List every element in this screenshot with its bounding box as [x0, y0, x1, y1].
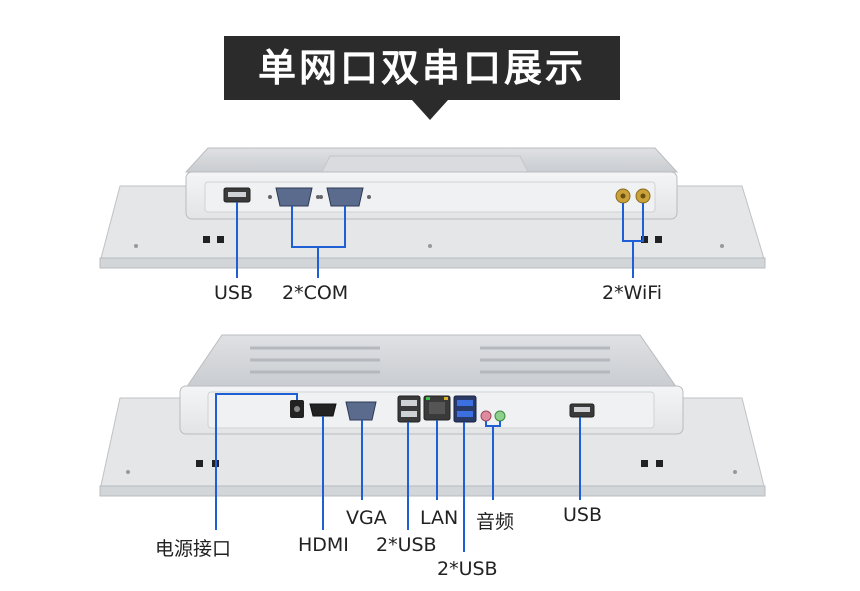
audio-jack-line: [494, 410, 506, 422]
title-banner: 单网口双串口展示: [224, 36, 620, 120]
hdmi-port: [309, 403, 337, 417]
wifi-leader: [622, 203, 644, 278]
label-audio: 音频: [476, 511, 515, 533]
com-leader: [291, 206, 346, 278]
audio-jack-mic: [480, 410, 492, 422]
top-device-bezel-edge: [99, 257, 766, 269]
label-2wifi: 2*WiFi: [602, 282, 663, 304]
bottom-device-bezel-edge: [99, 485, 766, 497]
label-usb-top: USB: [214, 282, 254, 304]
label-lan: LAN: [420, 507, 459, 529]
usb-stack-right: [453, 395, 477, 423]
power-leader: [215, 393, 298, 530]
label-power: 电源接口: [155, 538, 232, 560]
top-device: [99, 147, 766, 269]
bottom-leader-lines: [215, 393, 581, 552]
bottom-device: [99, 334, 766, 497]
label-usb-single: USB: [563, 504, 603, 526]
label-2com: 2*COM: [282, 282, 349, 304]
vga-port: [345, 401, 377, 421]
top-io-plate: [204, 181, 656, 213]
audio-leader: [485, 421, 501, 500]
top-com-port-2: [326, 187, 364, 207]
top-com-port-1: [275, 187, 313, 207]
label-hdmi: HDMI: [298, 534, 349, 556]
label-2usb-left: 2*USB: [376, 534, 437, 556]
top-leader-lines: [236, 202, 644, 278]
label-vga: VGA: [346, 507, 387, 529]
usb-stack-left: [397, 395, 421, 423]
page-title: 单网口双串口展示: [257, 46, 586, 90]
label-2usb-right: 2*USB: [437, 558, 498, 580]
banner-pointer: [412, 100, 448, 120]
